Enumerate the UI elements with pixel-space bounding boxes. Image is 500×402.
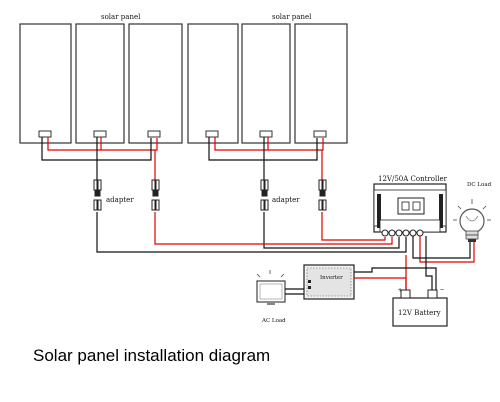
junction-box xyxy=(38,130,52,138)
connector-pair xyxy=(318,179,327,211)
controller-terminals xyxy=(381,229,424,237)
monitor-icon xyxy=(256,270,286,305)
controller-to-battery-wiring xyxy=(405,236,433,290)
connector-pair xyxy=(151,179,160,211)
dc-load-label: DC Load xyxy=(467,182,492,188)
junction-box xyxy=(313,130,327,138)
connector-pair xyxy=(260,179,269,211)
panel-wiring-right xyxy=(208,137,324,182)
battery-plus-label: + xyxy=(398,287,402,294)
solar-panel-group-right xyxy=(187,23,348,144)
solar-panel xyxy=(241,23,291,144)
light-bulb-icon xyxy=(453,199,491,242)
connector-pair xyxy=(93,179,102,211)
junction-box xyxy=(93,130,107,138)
adapter-2-label: adapter xyxy=(272,196,300,204)
junction-box xyxy=(205,130,219,138)
inverter-to-ac-load-wiring xyxy=(285,288,304,295)
solar-panel xyxy=(128,23,183,144)
charge-controller xyxy=(373,183,447,237)
solar-panel xyxy=(294,23,348,144)
junction-boxes xyxy=(38,130,327,138)
solar-panel xyxy=(19,23,72,144)
battery-minus-label: − xyxy=(440,287,444,294)
adapter-1-label: adapter xyxy=(106,196,134,204)
panel-group-2-label: solar panel xyxy=(272,13,312,21)
battery-label: 12V Battery xyxy=(398,309,441,317)
solar-panel xyxy=(187,23,239,144)
battery-to-inverter-wiring xyxy=(354,267,437,290)
adapter-to-controller-wiring xyxy=(96,212,407,253)
battery xyxy=(392,289,448,327)
solar-panel-group-left xyxy=(19,23,183,144)
solar-panel xyxy=(75,23,125,144)
junction-box xyxy=(259,130,273,138)
panel-wiring-left xyxy=(41,137,158,182)
controller-to-load-wiring xyxy=(412,236,475,263)
ac-load-label: AC Load xyxy=(261,318,286,324)
controller-label: 12V/50A Controller xyxy=(378,175,448,183)
panel-group-1-label: solar panel xyxy=(101,13,141,21)
inverter xyxy=(303,264,355,300)
inverter-label: Inverter xyxy=(320,275,343,281)
junction-box xyxy=(147,130,161,138)
adapter-connectors xyxy=(93,179,327,211)
diagram-caption: Solar panel installation diagram xyxy=(33,346,270,365)
